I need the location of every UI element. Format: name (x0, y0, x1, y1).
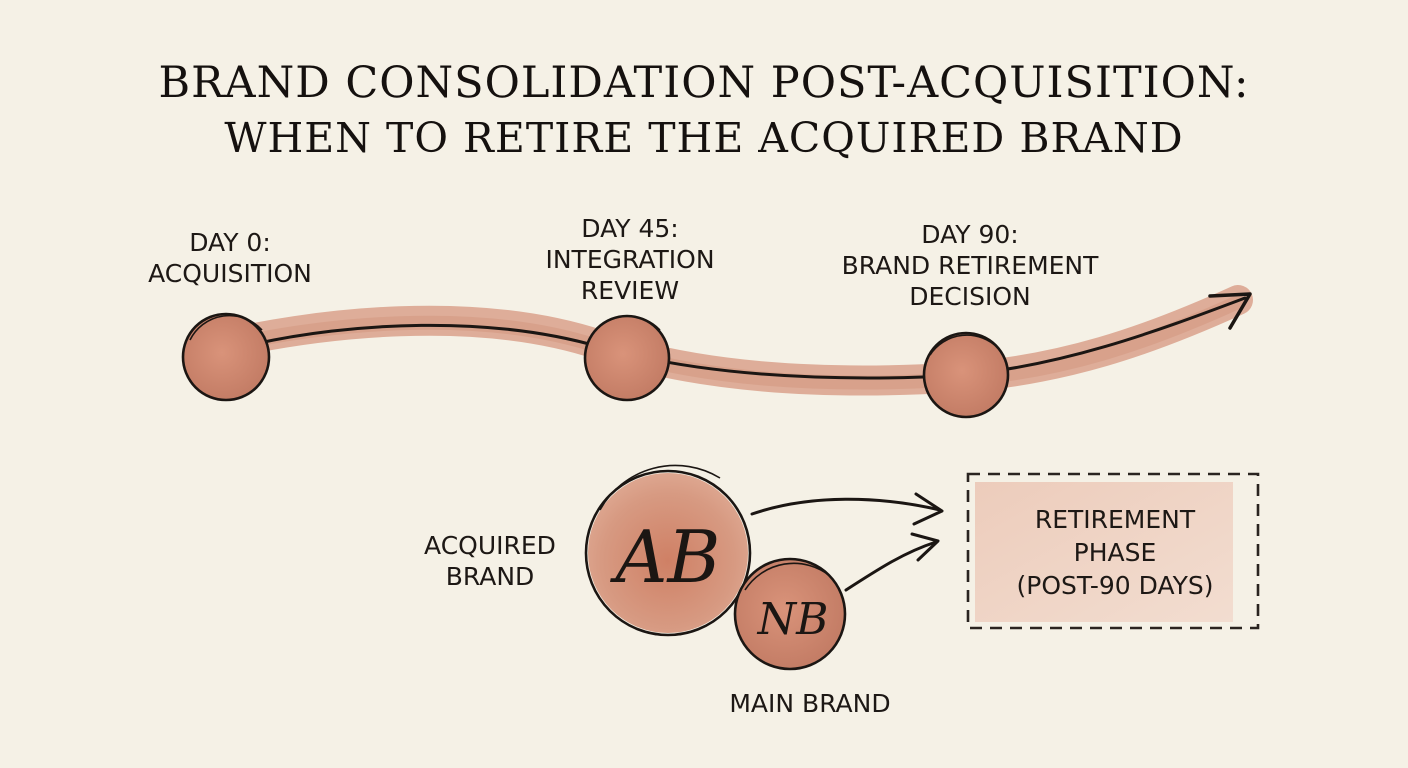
milestone-label-day-90: DAY 90: BRAND RETIREMENT DECISION (820, 219, 1120, 312)
timeline-band-highlight (193, 295, 1245, 390)
acquired-arrowhead-icon (912, 492, 944, 526)
retirement-line1: RETIREMENT (1034, 505, 1196, 534)
milestone-day-90-line2: BRAND RETIREMENT (841, 251, 1099, 280)
retirement-line2: PHASE (1073, 538, 1157, 567)
milestone-day-45-line1: DAY 45: (581, 214, 679, 243)
acquired-brand-label-line1: ACQUIRED (424, 531, 556, 560)
milestone-label-day-45: DAY 45: INTEGRATION REVIEW (520, 213, 740, 306)
acquired-brand-circle: AB (584, 464, 752, 637)
main-to-retirement-arrow (844, 540, 938, 592)
acquired-brand-label-line2: BRAND (445, 562, 535, 591)
retirement-phase-label: RETIREMENT PHASE (POST-90 DAYS) (990, 503, 1240, 602)
retirement-line3: (POST-90 DAYS) (1016, 571, 1214, 600)
milestone-label-day-0: DAY 0: ACQUISITION (130, 227, 330, 289)
timeline-band (185, 285, 1253, 396)
milestone-day-45-line2: INTEGRATION (545, 245, 715, 274)
milestone-day-45-line3: REVIEW (580, 276, 680, 305)
milestone-day-0-line2: ACQUISITION (148, 259, 312, 288)
acquired-brand-monogram: AB (610, 515, 721, 599)
milestone-node-day-45 (583, 314, 671, 402)
main-brand-monogram: NB (757, 594, 829, 645)
retirement-phase-box (966, 472, 1260, 630)
milestone-day-90-line1: DAY 90: (921, 220, 1019, 249)
milestone-day-90-line3: DECISION (909, 282, 1031, 311)
milestone-node-day-90 (922, 331, 1010, 419)
main-brand-circle: NB (733, 557, 847, 671)
timeline-line (248, 296, 1247, 380)
acquired-to-retirement-arrow (750, 497, 942, 516)
main-arrowhead-icon (910, 532, 940, 562)
main-brand-label: MAIN BRAND (729, 689, 891, 718)
page-subtitle: WHEN TO RETIRE THE ACQUIRED BRAND (224, 114, 1184, 162)
acquired-brand-label: ACQUIRED BRAND (400, 530, 580, 592)
timeline-arrowhead-icon (1208, 292, 1252, 330)
milestone-node-day-0 (181, 312, 271, 402)
page-title: BRAND CONSOLIDATION POST-ACQUISITION: (158, 58, 1250, 108)
milestone-day-0-line1: DAY 0: (189, 228, 271, 257)
